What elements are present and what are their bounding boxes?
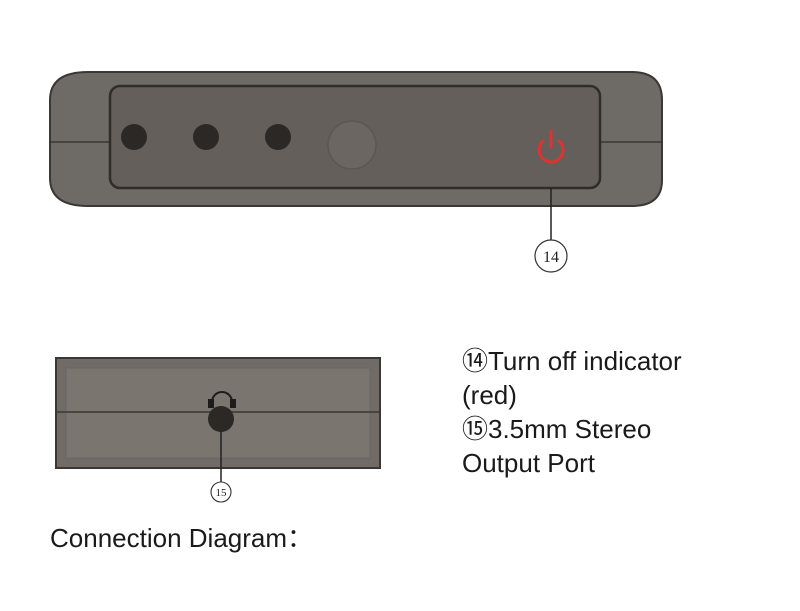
callout-14-number: 14 [543,249,559,266]
headphone-icon [208,391,236,408]
top-device [49,71,663,207]
audio-jack [208,406,234,432]
port-hole-icon [193,124,219,150]
legend-item-15-line1: ⑮3.5mm Stereo [462,414,652,444]
legend-item-15-line2: Output Port [462,448,595,478]
callout-14-circle [534,239,568,273]
power-icon [537,129,565,164]
port-hole-icon [121,124,147,150]
callout-15-circle [210,481,232,503]
round-button-icon [327,120,377,170]
legend: ⑭Turn off indicator (red) ⑮3.5mm Stereo … [462,344,682,480]
callout-15-number: 15 [216,487,228,499]
legend-item-14-line2: (red) [462,380,517,410]
side-device [55,357,381,469]
port-hole-icon [265,124,291,150]
diagram-caption: Connection Diagram： [50,523,314,553]
legend-item-14-line1: ⑭Turn off indicator [462,346,682,376]
